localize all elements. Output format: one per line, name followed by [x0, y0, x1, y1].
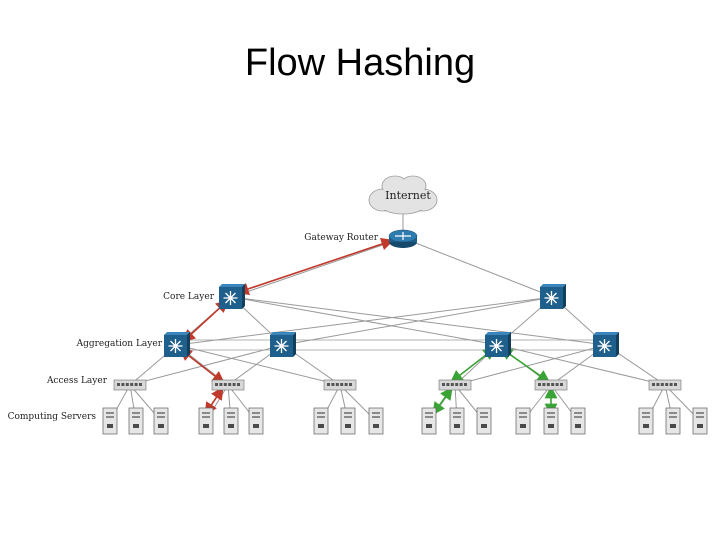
access-switch-icon — [534, 379, 568, 391]
access-layer-label: Access Layer — [46, 376, 108, 386]
internet-label: Internet — [385, 189, 431, 202]
multilayer-switch-icon — [593, 332, 619, 357]
gateway-router-label: Gateway Router — [304, 233, 378, 243]
aggregation-layer-label: Aggregation Layer — [76, 339, 163, 349]
server-tower-icon — [248, 407, 264, 435]
server-tower-icon — [368, 407, 384, 435]
labels-layer: Internet Gateway Router Core Layer Aggre… — [8, 189, 432, 422]
access-switch-icon — [211, 379, 245, 391]
multilayer-switch-icon — [164, 332, 190, 357]
multilayer-switch-icon — [219, 284, 245, 309]
flow-red-router-core — [235, 237, 395, 296]
access-switch-icon — [648, 379, 682, 391]
link-router-core-2 — [402, 237, 554, 298]
server-tower-icon — [313, 407, 329, 435]
server-tower-icon — [515, 407, 531, 435]
server-tower-icon — [223, 407, 239, 435]
computing-servers-label: Computing Servers — [8, 412, 97, 422]
server-tower-icon — [102, 407, 118, 435]
server-tower-icon — [153, 407, 169, 435]
link-router-core-1 — [231, 237, 404, 298]
server-tower-icon — [421, 407, 437, 435]
cloud-icon — [368, 175, 438, 215]
core-layer-label: Core Layer — [163, 292, 215, 302]
flow-green-access-server-1 — [432, 386, 453, 416]
server-tower-icon — [665, 407, 681, 435]
router-icon — [388, 229, 418, 248]
link-core-2-agg-2 — [282, 296, 554, 346]
server-tower-icon — [638, 407, 654, 435]
flow-green-agg-access-2 — [499, 347, 551, 383]
server-tower-icon — [340, 407, 356, 435]
nodes-layer — [102, 175, 708, 435]
server-tower-icon — [198, 407, 214, 435]
multilayer-switch-icon — [270, 332, 296, 357]
link-core-2-agg-1 — [176, 296, 554, 346]
flows-layer — [178, 237, 558, 417]
multilayer-switch-icon — [485, 332, 511, 357]
server-tower-icon — [128, 407, 144, 435]
flow-red-agg-access — [178, 348, 226, 384]
server-tower-icon — [692, 407, 708, 435]
flow-red-core-agg — [182, 299, 229, 343]
flow-red-access-server — [204, 386, 224, 416]
server-tower-icon — [476, 407, 492, 435]
slide-title: Flow Hashing — [244, 42, 476, 84]
server-tower-icon — [543, 407, 559, 435]
access-switch-icon — [323, 379, 357, 391]
server-tower-icon — [570, 407, 586, 435]
access-switch-icon — [113, 379, 147, 391]
server-tower-icon — [449, 407, 465, 435]
access-switch-icon — [438, 379, 472, 391]
multilayer-switch-icon — [540, 284, 566, 309]
